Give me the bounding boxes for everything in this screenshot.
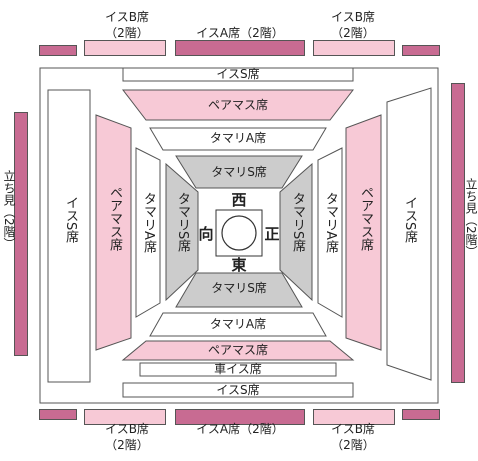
tamari-s-right-label: タマリS席 bbox=[289, 192, 305, 256]
top-right-label: イスB席 bbox=[331, 10, 375, 24]
tamari-s-right-text: タマリS席 bbox=[290, 192, 305, 253]
top-left-label: イスB席 bbox=[105, 10, 149, 24]
ring-circle bbox=[221, 215, 257, 251]
tamari-a-right-block bbox=[317, 147, 343, 318]
chair-s-right-label: イスS席 bbox=[401, 196, 417, 247]
tamari-s-bottom-label: タマリS席 bbox=[211, 281, 267, 295]
top-center-label: イスA席（2階） bbox=[196, 26, 284, 40]
tamari-s-top-label: タマリS席 bbox=[211, 165, 267, 179]
chair-s-left-block bbox=[47, 89, 91, 383]
tamari-s-top-block bbox=[175, 155, 303, 189]
bottom-right-sublabel: （2階） bbox=[331, 438, 375, 452]
pair-masu-bottom-label: ペアマス席 bbox=[207, 343, 268, 357]
pair-masu-top-label: ペアマス席 bbox=[207, 98, 268, 112]
pair-masu-left-text: ペアマス席 bbox=[107, 186, 122, 251]
pair-masu-right-label: ペアマス席 bbox=[357, 186, 373, 255]
pair-masu-left-block bbox=[95, 114, 132, 351]
top-left-pink-block bbox=[84, 40, 166, 56]
tamari-s-left-text: タマリS席 bbox=[175, 192, 190, 253]
tamari-a-right-label: タマリA席 bbox=[322, 192, 338, 257]
tamari-a-left-label: タマリA席 bbox=[140, 192, 156, 257]
ring-shou-label: 正 bbox=[264, 225, 280, 243]
tamari-a-left-text: タマリA席 bbox=[141, 192, 156, 253]
bottom-left-pink-block bbox=[84, 409, 166, 425]
tamari-s-bottom-block bbox=[175, 272, 303, 308]
pair-masu-top-block bbox=[121, 89, 355, 121]
top-left-dark-block bbox=[39, 45, 77, 56]
bottom-left-sublabel: （2階） bbox=[105, 438, 149, 452]
ring-mukou-label: 向 bbox=[198, 225, 214, 243]
top-left-sublabel: （2階） bbox=[105, 26, 149, 40]
chair-s-left-label: イスS席 bbox=[62, 196, 78, 247]
ring-east-label: 東 bbox=[231, 256, 247, 274]
tamari-a-left-block bbox=[135, 147, 161, 318]
top-right-pink-block bbox=[313, 40, 395, 56]
left-standing-bar bbox=[14, 112, 28, 356]
top-right-sublabel: （2階） bbox=[331, 26, 375, 40]
chair-s-bottom-block bbox=[122, 382, 354, 398]
bottom-left-label: イスB席 bbox=[105, 422, 149, 436]
chair-s-top-block bbox=[122, 67, 354, 82]
ring-west-label: 西 bbox=[231, 191, 247, 209]
wheelchair-label: 車イス席 bbox=[214, 362, 262, 376]
chair-s-bottom-label: イスS席 bbox=[216, 383, 260, 397]
chair-s-top-label: イスS席 bbox=[216, 67, 260, 81]
pair-masu-right-text: ペアマス席 bbox=[358, 186, 373, 251]
tamari-a-bottom-block bbox=[149, 312, 327, 337]
right-standing-text: 立ち見（2階） bbox=[464, 178, 478, 258]
bottom-right-dark-block bbox=[402, 409, 440, 420]
tamari-s-right-block bbox=[279, 162, 313, 302]
tamari-a-top-label: タマリA席 bbox=[209, 131, 267, 145]
left-standing-label: 立ち見（2階） bbox=[2, 170, 16, 254]
tamari-a-top-block bbox=[149, 127, 327, 151]
right-standing-label: 立ち見（2階） bbox=[464, 178, 478, 262]
chair-s-right-block bbox=[386, 87, 432, 381]
top-center-dark-block bbox=[175, 40, 305, 56]
pair-masu-right-block bbox=[345, 114, 382, 351]
pair-masu-left-label: ペアマス席 bbox=[106, 186, 122, 255]
bottom-center-label: イスA席（2階） bbox=[196, 422, 284, 436]
tamari-s-left-label: タマリS席 bbox=[174, 192, 190, 256]
bottom-left-dark-block bbox=[39, 409, 77, 420]
bottom-right-label: イスB席 bbox=[331, 422, 375, 436]
bottom-right-pink-block bbox=[313, 409, 395, 425]
top-right-dark-block bbox=[402, 45, 440, 56]
tamari-a-right-text: タマリA席 bbox=[323, 192, 338, 253]
wheelchair-block bbox=[139, 362, 337, 377]
tamari-a-bottom-label: タマリA席 bbox=[209, 317, 267, 331]
pair-masu-bottom-block bbox=[121, 340, 355, 361]
left-standing-text: 立ち見（2階） bbox=[2, 170, 16, 250]
bottom-center-dark-block bbox=[175, 409, 305, 425]
tamari-s-left-block bbox=[165, 162, 199, 302]
chair-s-left-text: イスS席 bbox=[63, 196, 78, 244]
right-standing-bar bbox=[451, 83, 465, 383]
chair-s-right-text: イスS席 bbox=[402, 196, 417, 244]
